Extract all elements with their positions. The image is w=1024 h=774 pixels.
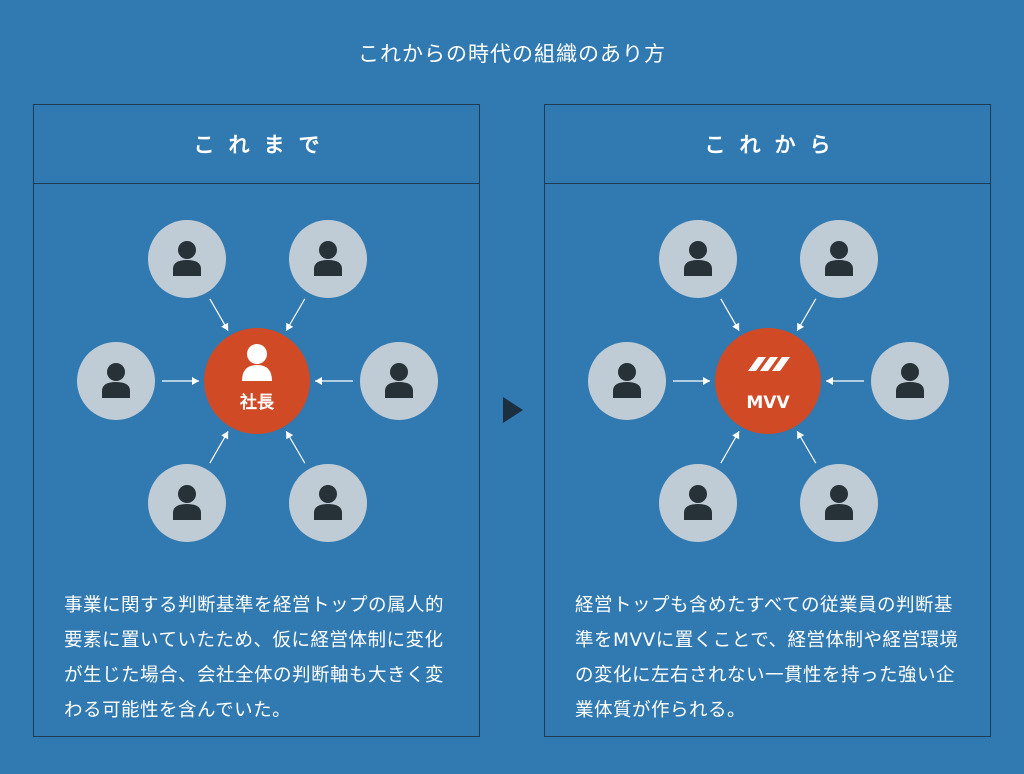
employee-node bbox=[289, 464, 367, 542]
panel-before-heading: これまで bbox=[34, 105, 479, 184]
panel-before-description: 事業に関する判断基準を経営トップの属人的要素に置いていたため、仮に経営体制に変化… bbox=[64, 595, 445, 721]
after-nodes bbox=[588, 220, 949, 542]
person-icon bbox=[314, 485, 342, 520]
arrowhead-icon bbox=[286, 322, 294, 331]
panel-after-heading: これから bbox=[545, 105, 990, 184]
employee-node bbox=[77, 342, 155, 420]
center-node-president: 社長 bbox=[204, 328, 310, 434]
employee-node bbox=[360, 342, 438, 420]
arrowhead-icon bbox=[286, 431, 294, 440]
before-network-diagram: 社長 bbox=[77, 220, 438, 542]
person-icon bbox=[684, 485, 712, 520]
employee-node bbox=[588, 342, 666, 420]
arrowhead-icon bbox=[797, 322, 805, 331]
employee-node bbox=[800, 220, 878, 298]
arrowhead-icon bbox=[732, 322, 740, 331]
panel-before: これまで 社長 事業に関する判断基準を経営トップの属人的要素に置いていたため、仮… bbox=[33, 104, 480, 737]
person-icon bbox=[825, 485, 853, 520]
arrowhead-icon bbox=[797, 431, 805, 440]
employee-node bbox=[659, 220, 737, 298]
employee-node bbox=[871, 342, 949, 420]
person-icon bbox=[102, 363, 130, 398]
arrowhead-icon bbox=[221, 322, 229, 331]
person-icon bbox=[684, 241, 712, 276]
person-icon bbox=[896, 363, 924, 398]
center-label: 社長 bbox=[239, 392, 275, 413]
before-arrows bbox=[162, 298, 353, 464]
arrowhead-icon bbox=[826, 377, 833, 385]
employee-node bbox=[148, 220, 226, 298]
arrowhead-icon bbox=[703, 377, 710, 385]
person-icon bbox=[173, 485, 201, 520]
person-icon bbox=[242, 344, 272, 381]
mvv-slashes-icon bbox=[748, 357, 790, 371]
after-arrows bbox=[673, 298, 864, 464]
arrowhead-icon bbox=[221, 431, 229, 440]
employee-node bbox=[659, 464, 737, 542]
center-node-mvv: MVV bbox=[715, 328, 821, 434]
person-icon bbox=[385, 363, 413, 398]
employee-node bbox=[289, 220, 367, 298]
center-label: MVV bbox=[746, 393, 790, 413]
employee-node bbox=[800, 464, 878, 542]
arrowhead-icon bbox=[192, 377, 199, 385]
person-icon bbox=[314, 241, 342, 276]
arrowhead-icon bbox=[732, 431, 740, 440]
before-nodes bbox=[77, 220, 438, 542]
after-network-diagram: MVV bbox=[588, 220, 949, 542]
person-icon bbox=[613, 363, 641, 398]
person-icon bbox=[825, 241, 853, 276]
page-title: これからの時代の組織のあり方 bbox=[358, 42, 666, 66]
arrowhead-icon bbox=[315, 377, 322, 385]
transition-arrow-icon bbox=[503, 397, 523, 423]
employee-node bbox=[148, 464, 226, 542]
person-icon bbox=[173, 241, 201, 276]
panel-after: これから MVV 経営トップも含めたすべての従業員の判断基準をMVVに置くことで… bbox=[544, 104, 991, 737]
panel-after-description: 経営トップも含めたすべての従業員の判断基準をMVVに置くことで、経営体制や経営環… bbox=[575, 595, 959, 721]
